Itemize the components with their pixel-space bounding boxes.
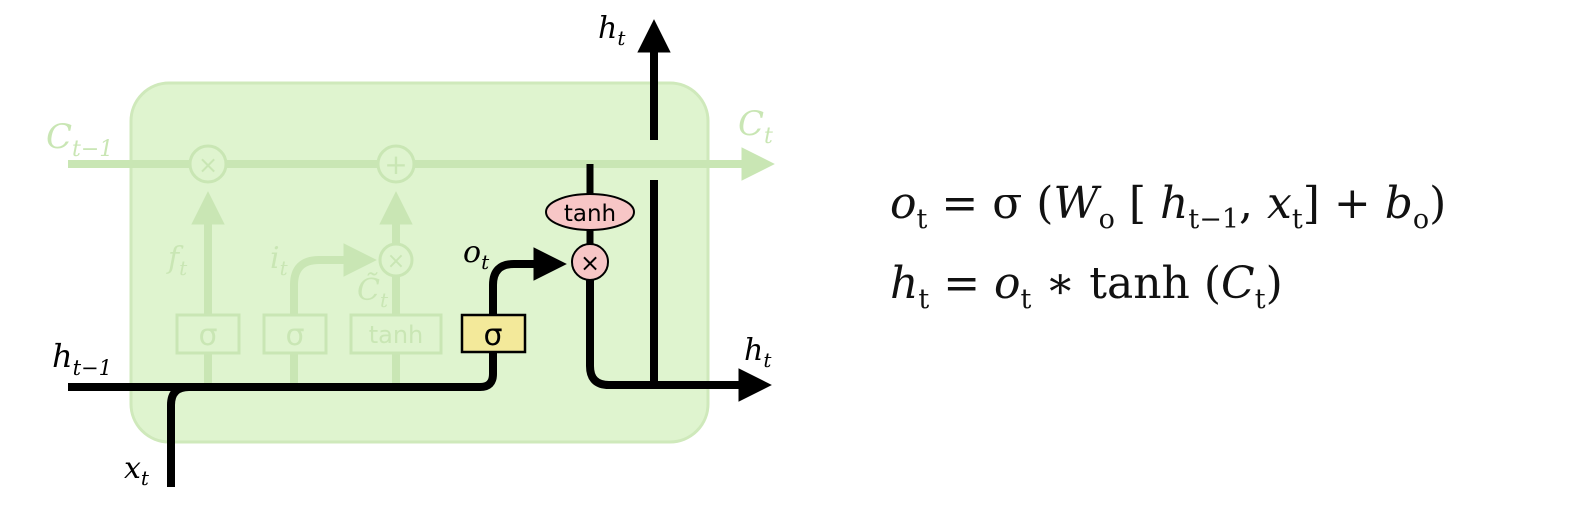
equation-hidden-state: ht = ot ∗ tanh (Ct)	[890, 262, 1446, 342]
output-gate-box	[460, 313, 527, 354]
eq1-b: b	[1384, 178, 1413, 229]
x-input-line	[167, 383, 190, 487]
eq2-c: C	[1221, 258, 1255, 309]
c-prev-label: Ct−1	[46, 117, 113, 162]
eq1-x-sub: t	[1291, 204, 1303, 235]
o-t-path	[489, 247, 567, 316]
eq2-eq: =	[929, 258, 995, 309]
x-t-label: xt	[124, 451, 150, 490]
cell-tanh-node	[545, 193, 635, 231]
eq1-h-sub: t−1	[1188, 204, 1240, 235]
equation-output-gate: ot = σ (Wo [ ht−1, xt] + bo)	[890, 182, 1446, 262]
eq1-bracket-close: ] +	[1302, 178, 1385, 229]
cell-tanh-label: tanh	[564, 201, 616, 227]
eq1-o-sub: t	[916, 204, 928, 235]
output-gate-equations: ot = σ (Wo [ ht−1, xt] + bo) ht = ot ∗ t…	[890, 182, 1446, 342]
eq2-o: o	[994, 258, 1021, 309]
candidate-gate-label: tanh	[369, 321, 424, 349]
input-gate-box	[262, 313, 328, 355]
h-t-right-label: ht	[744, 333, 772, 372]
forget-mult-node	[188, 144, 228, 184]
eq2-h: h	[890, 258, 919, 309]
output-mult-symbol: ×	[580, 249, 600, 277]
input-mult-node	[378, 242, 414, 278]
eq1-h: h	[1160, 178, 1189, 229]
mult-to-output-line	[586, 278, 772, 402]
eq1-w: W	[1053, 178, 1099, 229]
h-t-top-label: ht	[598, 11, 626, 50]
forget-gate-box	[175, 313, 241, 355]
eq2-c-sub: t	[1254, 284, 1266, 315]
eq2-star: ∗ tanh (	[1031, 258, 1222, 309]
o-t-label: ot	[463, 235, 490, 274]
add-symbol: +	[384, 148, 407, 181]
eq1-comma: ,	[1239, 178, 1268, 229]
forget-gate-label: σ	[198, 318, 217, 353]
candidate-gate-box	[349, 313, 443, 355]
eq1-bracket-open: [	[1114, 178, 1161, 229]
c-t-label: Ct	[738, 104, 773, 149]
input-mult-symbol: ×	[387, 249, 405, 274]
eq1-x: x	[1267, 178, 1292, 229]
eq1-eq: = σ (	[927, 178, 1054, 229]
hidden-input-line	[68, 352, 497, 391]
h-prev-label: ht−1	[52, 337, 112, 380]
eq1-b-sub: o	[1412, 204, 1430, 235]
eq1-w-sub: o	[1098, 204, 1115, 235]
eq2-h-sub: t	[918, 284, 930, 315]
add-node	[376, 144, 416, 184]
i-t-label: it	[270, 241, 289, 280]
eq2-o-sub: t	[1020, 284, 1032, 315]
input-gate-label: σ	[285, 318, 304, 353]
forget-mult-symbol: ×	[198, 151, 218, 179]
c-tilde-label: C̃t	[357, 273, 389, 312]
eq1-o: o	[890, 178, 917, 229]
input-gate-path	[290, 243, 377, 385]
output-gate-label: σ	[483, 318, 502, 353]
eq1-close: )	[1429, 178, 1447, 229]
eq2-close: )	[1265, 258, 1283, 309]
lstm-output-gate-diagram: σ σ tanh × + × Ct−1 Ct ft it C̃t σ tanh …	[46, 11, 775, 490]
output-mult-node	[571, 243, 609, 281]
